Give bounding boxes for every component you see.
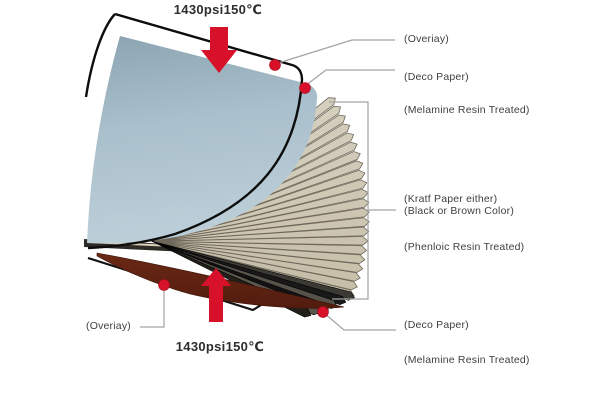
- kraft-sheet: [151, 217, 370, 242]
- label-phenolic-resin: (Phenloic Resin Treated): [404, 241, 525, 253]
- label-overlay-top: (Overiay): [404, 33, 449, 45]
- overlay-sheet-top-left-edge: [84, 13, 116, 98]
- pressure-temp-label-top: 1430psi150℃: [173, 2, 263, 17]
- label-kraft-paper-line2: (Black or Brown Color): [404, 205, 515, 217]
- label-deco-paper-top: (Deco Paper): [404, 71, 469, 83]
- pressure-arrow-up-icon: [201, 268, 231, 322]
- connector-dot-deco-bottom: [317, 306, 329, 318]
- leader-overlay-bottom: [140, 286, 165, 328]
- label-overlay-bottom: (Overiay): [86, 320, 131, 332]
- label-kraft-paper: (Kratf Paper either) (Black or Brown Col…: [404, 193, 514, 217]
- label-deco-paper-bottom: (Deco Paper): [404, 319, 469, 331]
- leader-deco-bottom: [323, 312, 396, 331]
- deco-paper-top-sheet: [87, 36, 318, 244]
- connector-dot-overlay-bottom: [158, 279, 170, 291]
- label-kraft-paper-line1: (Kratf Paper either): [404, 193, 498, 205]
- kraft-sheet: [151, 207, 370, 242]
- pressure-temp-label-bottom: 1430psi150℃: [175, 339, 265, 354]
- leader-deco-top: [304, 69, 395, 87]
- kraft-sheet: [151, 226, 370, 242]
- connector-dot-deco-top: [299, 82, 311, 94]
- kraft-sheet: [151, 198, 370, 242]
- pressure-arrow-down-icon: [201, 27, 237, 73]
- bracket-core-layers: [329, 101, 369, 300]
- connector-dot-overlay-top: [269, 59, 281, 71]
- label-melamine-resin-top: (Melamine Resin Treated): [404, 104, 530, 116]
- leader-overlay-top: [274, 39, 395, 65]
- overlay-sheet-top-outline: [87, 12, 304, 250]
- label-melamine-resin-bottom: (Melamine Resin Treated): [404, 354, 530, 366]
